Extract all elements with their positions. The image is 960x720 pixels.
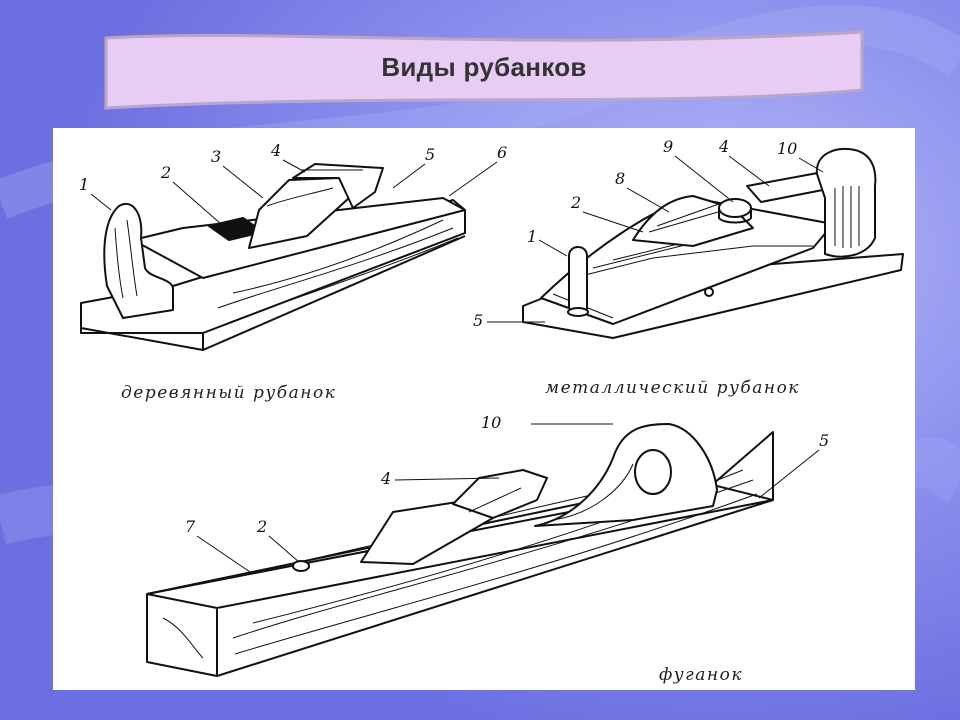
wooden-plane-drawing: 1 2 3 4 5 6 [79,141,507,351]
svg-text:5: 5 [819,431,829,450]
svg-text:10: 10 [481,413,501,432]
svg-text:1: 1 [527,227,537,246]
slide-title: Виды рубанков [381,52,587,82]
svg-text:2: 2 [570,193,581,212]
svg-text:7: 7 [185,517,196,536]
svg-text:6: 6 [497,143,507,162]
metal-plane-drawing: 9 4 10 8 2 1 5 [473,137,904,339]
svg-text:4: 4 [718,137,729,156]
jointer-drawing: 10 5 4 7 2 [146,413,829,677]
svg-text:1: 1 [79,175,89,194]
plane-types-diagram: 1 2 3 4 5 6 [79,137,904,677]
svg-text:4: 4 [380,469,391,488]
svg-text:9: 9 [663,137,673,156]
svg-text:2: 2 [160,163,171,182]
svg-text:8: 8 [615,169,625,188]
caption-wooden-plane: деревянный рубанок [121,383,337,403]
diagram-panel: 1 2 3 4 5 6 [53,128,915,690]
svg-text:10: 10 [777,139,797,158]
svg-text:5: 5 [425,145,435,164]
caption-metal-plane: металлический рубанок [545,378,800,398]
svg-text:4: 4 [270,141,281,160]
svg-text:3: 3 [211,147,221,166]
svg-text:2: 2 [256,517,267,536]
caption-jointer: фуганок [659,665,743,685]
title-banner [104,30,864,110]
svg-text:5: 5 [473,311,483,330]
